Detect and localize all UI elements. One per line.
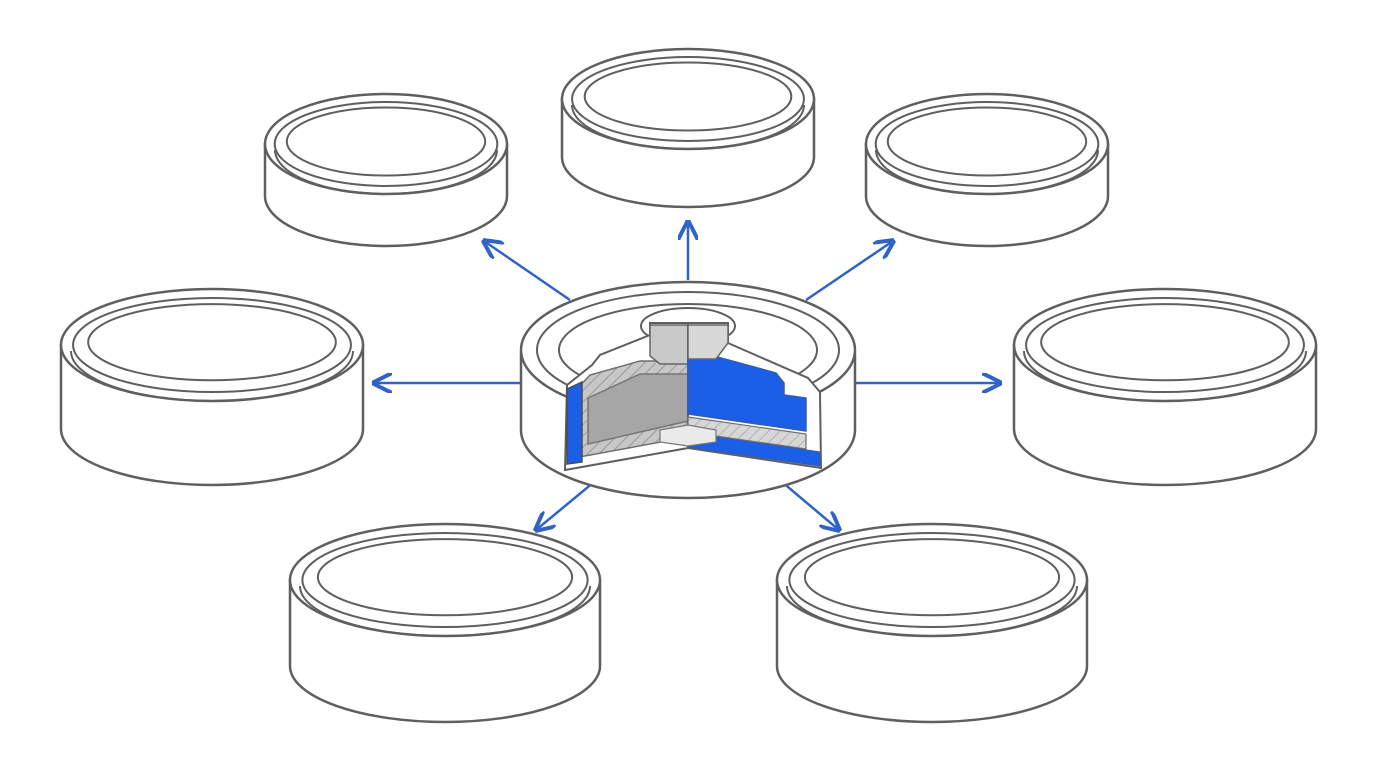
coin-cell-top-center-ring-1	[571, 56, 805, 142]
surrounding-coin-cells	[59, 47, 1318, 724]
cutaway-left-cap-block	[649, 324, 689, 365]
coin-cell-cutaway	[519, 280, 857, 500]
coin-cell-bottom-right	[775, 522, 1089, 724]
coin-cell-top-center-ring-2	[583, 61, 793, 132]
cutaway-left-blue-edge	[566, 380, 583, 465]
coin-cell-top-left-inner-lip	[274, 149, 498, 195]
coin-cell-bottom-left	[288, 522, 602, 724]
coin-cell-top-left-ring-2	[285, 106, 487, 177]
coin-cell-mid-left-ring-2	[87, 303, 337, 382]
coin-cell-bottom-right-ring-1	[788, 531, 1076, 629]
cutaway-center-notch	[659, 424, 717, 447]
coin-cell-top-right	[864, 92, 1110, 248]
coin-cell-mid-right-inner-lip	[1023, 350, 1307, 402]
coin-cell-bottom-left-inner-lip	[299, 585, 591, 637]
coin-cell-top-right-inner-lip	[875, 149, 1099, 195]
coin-cell-bottom-left-ring-1	[301, 531, 589, 629]
coin-cell-top-center	[560, 47, 816, 209]
coin-cell-mid-right-ring-2	[1040, 303, 1290, 382]
cutaway-right-blue-body	[687, 348, 807, 432]
coin-cell-mid-right-ring-1	[1025, 296, 1305, 394]
coin-cell-mid-left	[59, 287, 365, 487]
coin-cell-top-left-ring-1	[273, 101, 499, 187]
coin-cell-top-right-ring-1	[874, 101, 1100, 187]
coin-cell-top-left	[263, 92, 509, 248]
coin-cell-mid-left-inner-lip	[70, 350, 354, 402]
arrow-top-left	[484, 241, 571, 302]
arrow-top-right	[805, 241, 893, 302]
coin-cell-top-center-inner-lip	[571, 104, 805, 150]
coin-cell-bottom-left-ring-2	[316, 538, 574, 617]
coin-cell-bottom-right-inner-lip	[786, 585, 1078, 637]
cutaway-right-cap-block	[687, 324, 729, 360]
coin-cell-top-right-ring-2	[886, 106, 1088, 177]
coin-cell-mid-left-ring-1	[72, 296, 352, 394]
coin-cell-bottom-right-ring-2	[803, 538, 1061, 617]
coin-cell-mid-right	[1012, 287, 1318, 487]
